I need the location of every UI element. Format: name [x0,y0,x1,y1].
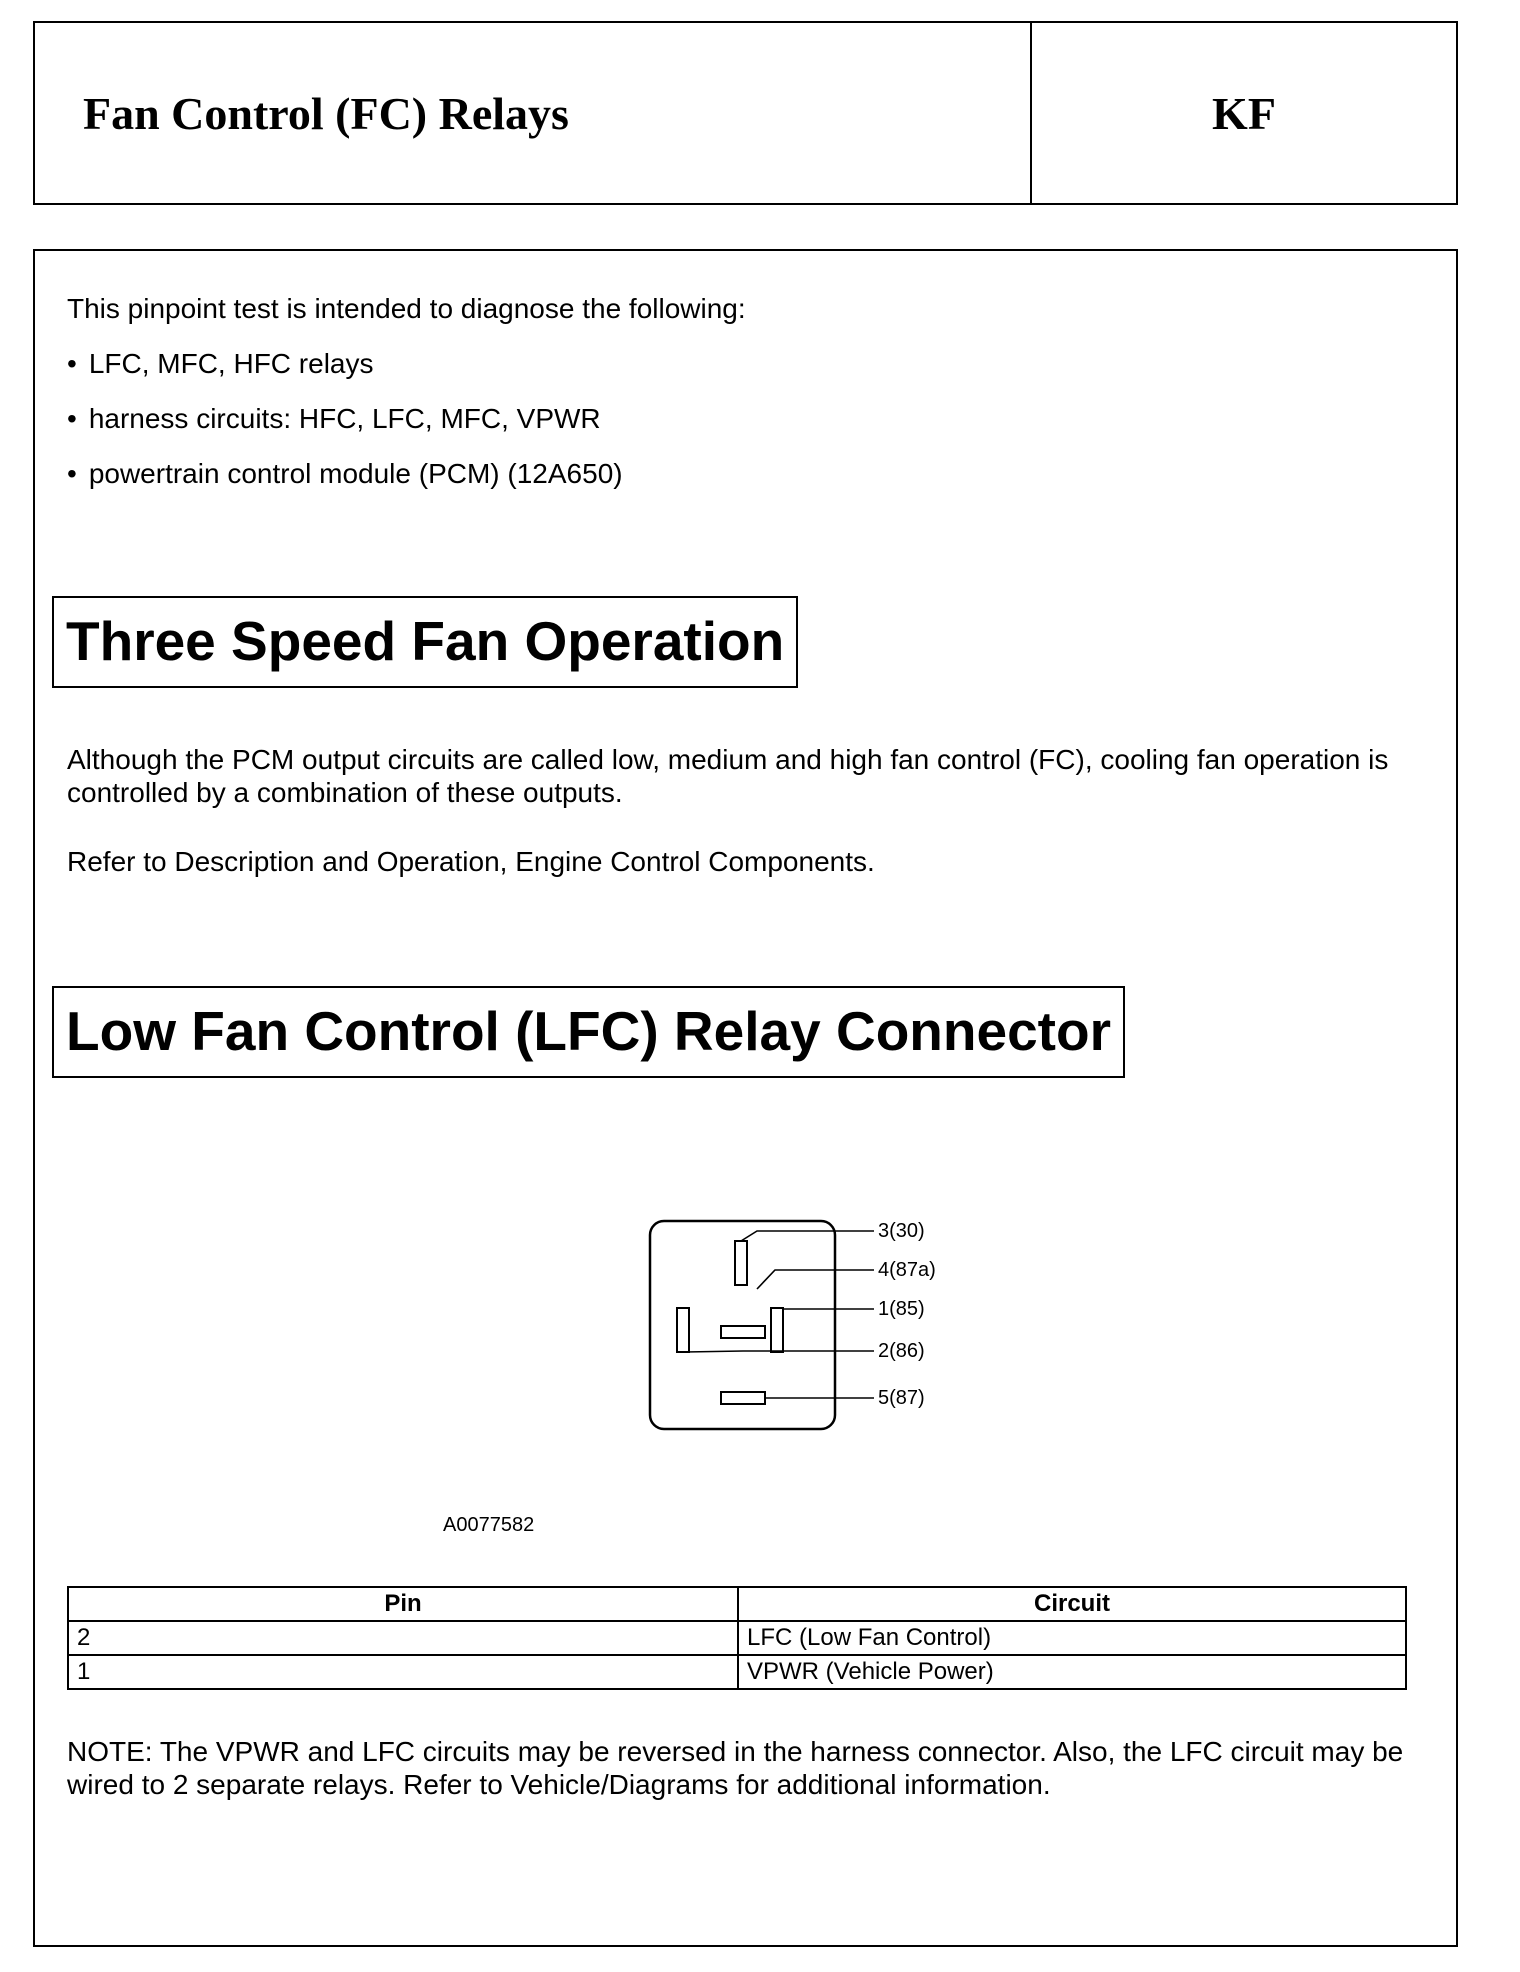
list-item: harness circuits: HFC, LFC, MFC, VPWR [67,401,746,437]
pin-label: 3(30) [878,1220,925,1242]
relay-connector-diagram: 3(30) 4(87a) 1(85) 2(86) 5(87) [648,1219,936,1431]
code-cell: KF [1032,23,1456,203]
title-cell: Fan Control (FC) Relays [35,23,1032,203]
table-row: 2 LFC (Low Fan Control) [67,1620,1407,1656]
leader-4 [756,1269,874,1290]
intro-list: LFC, MFC, HFC relays harness circuits: H… [67,346,746,492]
list-item: LFC, MFC, HFC relays [67,346,746,382]
circuit-cell: VPWR (Vehicle Power) [737,1654,1407,1690]
figure-id: A0077582 [443,1514,535,1536]
test-code: KF [1212,87,1276,139]
pin-label: 4(87a) [878,1259,936,1281]
pin-label: 5(87) [878,1387,925,1409]
terminal-3 [734,1240,748,1286]
connector-outline [648,1219,837,1431]
intro-lead: This pinpoint test is intended to diagno… [67,293,746,324]
intro: This pinpoint test is intended to diagno… [67,291,746,511]
pin-label: 2(86) [878,1340,925,1362]
table-row: 1 VPWR (Vehicle Power) [67,1654,1407,1690]
terminal-2 [676,1307,690,1353]
column-header-circuit: Circuit [737,1586,1407,1622]
leader-2 [684,1350,874,1353]
pin-table: Pin Circuit 2 LFC (Low Fan Control) 1 VP… [67,1586,1407,1690]
leader-3 [740,1230,874,1242]
reference-paragraph: Refer to Description and Operation, Engi… [67,846,875,877]
terminal-5 [720,1391,766,1405]
operation-paragraph: Although the PCM output circuits are cal… [67,744,1389,808]
list-item: powertrain control module (PCM) (12A650) [67,456,746,492]
pin-label: 1(85) [878,1298,925,1320]
table-header-row: Pin Circuit [67,1586,1407,1622]
pin-cell: 1 [67,1654,739,1690]
circuit-cell: LFC (Low Fan Control) [737,1620,1407,1656]
terminal-1 [770,1307,784,1353]
page-title: Fan Control (FC) Relays [83,87,569,139]
column-header-pin: Pin [67,1586,739,1622]
section-heading-lfc-connector: Low Fan Control (LFC) Relay Connector [52,986,1125,1078]
terminal-4 [720,1325,766,1339]
note-paragraph: NOTE: The VPWR and LFC circuits may be r… [67,1736,1404,1800]
content-box: This pinpoint test is intended to diagno… [33,249,1458,1947]
header-box: Fan Control (FC) Relays KF [33,21,1458,205]
pin-cell: 2 [67,1620,739,1656]
section-heading-three-speed: Three Speed Fan Operation [52,596,799,688]
